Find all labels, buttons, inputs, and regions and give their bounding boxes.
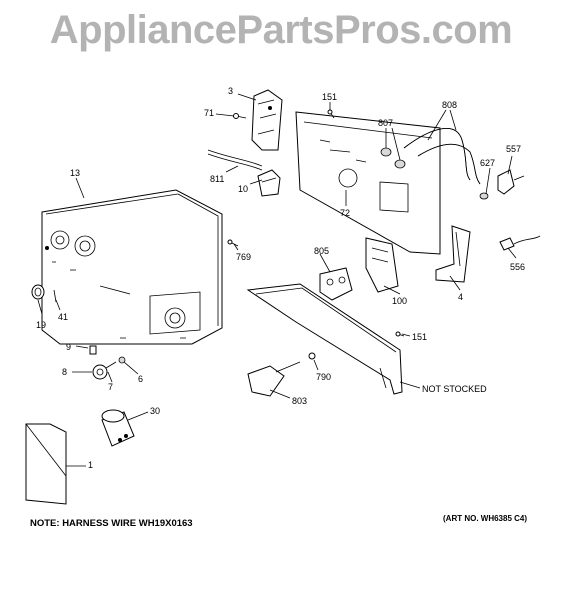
callout-72: 72 bbox=[340, 208, 351, 218]
callout-151b: 151 bbox=[412, 332, 428, 342]
art-number: (ART NO. WH6385 C4) bbox=[443, 514, 528, 523]
actuator-803-part bbox=[247, 361, 301, 397]
hose-808-part bbox=[403, 128, 481, 185]
callout-807: 807 bbox=[378, 118, 394, 128]
callout-3: 3 bbox=[228, 86, 234, 96]
callout-6: 6 bbox=[138, 374, 144, 384]
watermark: AppliancePartsPros.com bbox=[49, 8, 513, 52]
callout-627: 627 bbox=[480, 158, 496, 168]
bracket-4-part bbox=[435, 225, 471, 283]
control-panel-part bbox=[41, 189, 223, 345]
literature-1-part bbox=[25, 423, 67, 505]
callout-1: 1 bbox=[88, 460, 94, 470]
leader-lines bbox=[37, 93, 517, 467]
callout-805: 805 bbox=[314, 246, 330, 256]
connector-556-part bbox=[499, 235, 541, 251]
callout-not-stocked: NOT STOCKED bbox=[422, 384, 487, 394]
switch-10-part bbox=[257, 169, 281, 197]
callout-71: 71 bbox=[204, 108, 215, 118]
callout-803: 803 bbox=[292, 396, 308, 406]
callout-19: 19 bbox=[36, 320, 47, 330]
part-790 bbox=[308, 352, 316, 360]
callout-9: 9 bbox=[66, 342, 72, 352]
clip-9-part bbox=[89, 345, 97, 355]
callout-790: 790 bbox=[316, 372, 332, 382]
callout-811: 811 bbox=[210, 174, 225, 184]
wire-811-part bbox=[207, 149, 263, 171]
callout-808: 808 bbox=[442, 100, 458, 110]
callout-41: 41 bbox=[58, 312, 69, 322]
screw-769-part bbox=[227, 239, 239, 247]
knob-19-part bbox=[31, 284, 45, 300]
board-100-part bbox=[365, 237, 399, 293]
callout-556: 556 bbox=[510, 262, 526, 272]
callout-7: 7 bbox=[108, 382, 114, 392]
shaft-7-part bbox=[105, 361, 117, 369]
callout-151a: 151 bbox=[322, 92, 338, 102]
rear-panel-72-part bbox=[295, 111, 441, 255]
callout-10: 10 bbox=[238, 184, 249, 194]
callout-100: 100 bbox=[392, 296, 408, 306]
clip-627-part bbox=[479, 192, 489, 200]
callout-769: 769 bbox=[236, 252, 252, 262]
nut-6-part bbox=[118, 356, 126, 364]
valve-805-part bbox=[319, 267, 353, 301]
callout-4: 4 bbox=[458, 292, 464, 302]
callout-13: 13 bbox=[70, 168, 81, 178]
callout-557: 557 bbox=[506, 144, 522, 154]
bracket-3-part bbox=[251, 89, 283, 151]
screw-71-part bbox=[233, 113, 247, 119]
callout-30: 30 bbox=[150, 406, 161, 416]
capacitor-30-part bbox=[101, 409, 135, 447]
screw-151b-part bbox=[395, 331, 405, 337]
callout-8: 8 bbox=[62, 367, 68, 377]
screw-151a-part bbox=[327, 109, 335, 119]
knob-8-part bbox=[92, 364, 108, 380]
sensor-557-part bbox=[497, 169, 525, 195]
harness-note: NOTE: HARNESS WIRE WH19X0163 bbox=[30, 518, 193, 529]
lower-shield-part bbox=[246, 283, 403, 395]
pin-41-part bbox=[53, 289, 57, 303]
